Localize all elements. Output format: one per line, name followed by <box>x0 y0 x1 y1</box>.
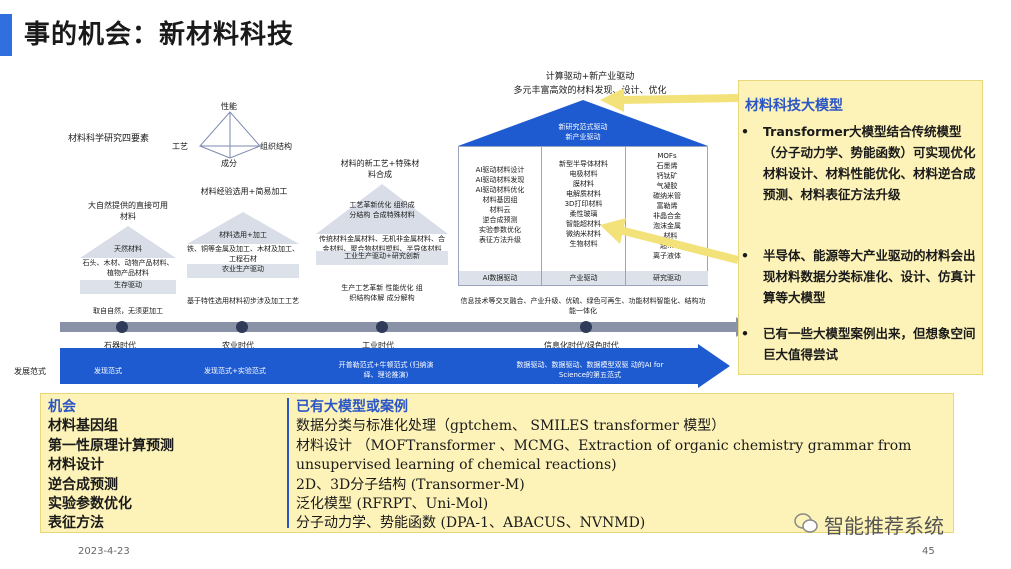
big-house-roof-line1: 新研究范式驱动 <box>558 123 608 131</box>
tetra-node-process: 工艺 <box>172 142 188 151</box>
house2-roof-text: 材料选用+加工 <box>219 231 267 239</box>
house1-body: 石头、木材、动物产品材料、植物产品材料 <box>80 258 176 280</box>
house1-base: 生存驱动 <box>80 280 176 294</box>
house1-roof <box>80 226 176 258</box>
wechat-icon <box>794 513 818 533</box>
model-case-list: 已有大模型或案例 数据分类与标准化处理（gptchem、 SMILES tran… <box>296 398 946 534</box>
opportunity-item: 表征方法 <box>48 515 104 532</box>
watermark-text: 智能推荐系统 <box>824 514 944 538</box>
big-house-footer-ai: AI数据驱动 <box>459 271 541 285</box>
paradigm-label: 发展范式 <box>14 367 46 376</box>
right-panel: 材料科技大模型 •Transformer大模型结合传统模型（分子动力学、势能函数… <box>738 80 983 375</box>
callout-arrows <box>600 88 739 264</box>
era-dot-stone <box>116 321 128 333</box>
house1-roof-text: 天然材料 <box>114 245 142 253</box>
opportunity-list: 机会 材料基因组 第一性原理计算预测 材料设计 逆合成预测 实验参数优化 表征方… <box>48 398 288 534</box>
era-label-info: 信息化时代/绿色时代 <box>544 341 619 350</box>
paradigm-stage2: 发现范式+实验范式 <box>204 367 266 375</box>
opportunity-title: 机会 <box>48 399 76 415</box>
model-case-item: 材料设计 （MOFTransformer 、MCMG、Extraction of… <box>296 437 912 474</box>
paradigm-stage1: 发现范式 <box>94 367 122 375</box>
paradigm-stage3: 开普勒范式+牛顿范式 (归纳演绎、理论推演) <box>338 361 434 379</box>
page-title: 事的机会：新材料科技 <box>24 20 295 50</box>
house3-roof <box>316 184 448 234</box>
era-label-industry: 工业时代 <box>362 341 394 350</box>
era-dot-info <box>580 321 592 333</box>
era-timeline-bar <box>60 322 740 332</box>
era-label-stone: 石器时代 <box>104 341 136 350</box>
big-house-roof-line2: 新产业驱动 <box>565 133 601 141</box>
house3-body: 传统材料金属材料、无机非金属材料、合金材料、聚合物材料塑料、半导体材料 <box>316 234 448 253</box>
house3-roof-text: 工艺革新优化 组织成分结构 合成特殊材料 <box>349 201 415 219</box>
house1-bottom: 取自自然，无须更加工 <box>93 307 163 315</box>
opportunity-item: 第一性原理计算预测 <box>48 437 174 454</box>
tetra-node-performance: 性能 <box>221 102 237 111</box>
footer-date: 2023-4-23 <box>78 546 130 557</box>
tetrahedron-diagram <box>198 111 262 159</box>
big-house-footer-industry: 产业驱动 <box>542 271 625 285</box>
house2-roof <box>187 212 299 244</box>
house1-caption: 大自然提供的直接可用材料 <box>88 201 168 221</box>
right-panel-title: 材料科技大模型 <box>745 98 843 114</box>
house3-caption: 材料的新工艺+特殊材料合成 <box>340 159 420 179</box>
house2-caption: 材料经验选用+简易加工 <box>200 187 288 196</box>
tetra-node-structure: 组织结构 <box>260 142 292 151</box>
model-case-title: 已有大模型或案例 <box>296 399 408 415</box>
opportunity-item: 实验参数优化 <box>48 496 132 513</box>
opportunity-item: 逆合成预测 <box>48 476 118 493</box>
tetra-node-composition: 成分 <box>221 159 237 168</box>
top-heading-line1: 计算驱动+新产业驱动 <box>545 72 635 82</box>
right-panel-bullet-2: •半导体、能源等大产业驱动的材料会出现材料数据分类标准化、设计、仿真计算等大模型 <box>741 248 976 305</box>
house3-bottom: 生产工艺革新 性能优化 组织结构体解 成分解构 <box>341 284 423 302</box>
paradigm-stage4: 数据驱动、数据驱动、数据模型双驱 动的AI for Science的第五范式 <box>516 361 664 379</box>
bottom-panel: 机会 材料基因组 第一性原理计算预测 材料设计 逆合成预测 实验参数优化 表征方… <box>40 393 954 533</box>
top-heading-line2: 多元丰富高效的材料发现、设计、优化 <box>513 86 667 96</box>
paradigm-bar <box>60 348 700 384</box>
big-house-roof <box>458 100 708 146</box>
opportunity-item: 材料设计 <box>48 457 104 474</box>
right-panel-bullet-3: •已有一些大模型案例出来，但想象空间巨大值得尝试 <box>741 326 976 362</box>
house3-base: 工业生产驱动+研究创新 <box>316 251 448 265</box>
house2-body: 铁、铜等金属及加工、木材及加工、工程石材 <box>187 244 299 264</box>
house2-bottom: 基于特性选用材料初步涉及加工工艺 <box>187 297 299 305</box>
model-case-item: 2D、3D分子结构 (Transormer-M) <box>296 476 525 493</box>
model-case-item: 泛化模型 (RFRPT、Uni-Mol) <box>296 496 489 513</box>
big-house-bottom: 信息技术等交叉融合、产业升级、优硫、绿色可再生、功能材料智能化、结构功能一体化 <box>460 297 706 315</box>
model-case-item: 分子动力学、势能函数 (DPA-1、ABACUS、NVNMD) <box>296 515 646 532</box>
era-label-agri: 农业时代 <box>222 341 254 350</box>
tetrahedron-label: 材料科学研究四要素 <box>68 134 150 144</box>
house2-base: 农业生产驱动 <box>187 264 299 278</box>
bottom-panel-divider <box>287 398 289 528</box>
model-case-item: 数据分类与标准化处理（gptchem、 SMILES transformer 模… <box>296 418 726 435</box>
footer-page-number: 45 <box>922 546 935 557</box>
big-house-footer-research: 研究驱动 <box>626 271 708 285</box>
era-dot-industry <box>376 321 388 333</box>
title-accent-bar <box>0 14 12 56</box>
right-panel-bullet-1: •Transformer大模型结合传统模型（分子动力学、势能函数）可实现优化材料… <box>741 124 976 202</box>
era-dot-agri <box>236 321 248 333</box>
opportunity-item: 材料基因组 <box>48 418 118 435</box>
paradigm-arrowhead <box>698 344 730 388</box>
